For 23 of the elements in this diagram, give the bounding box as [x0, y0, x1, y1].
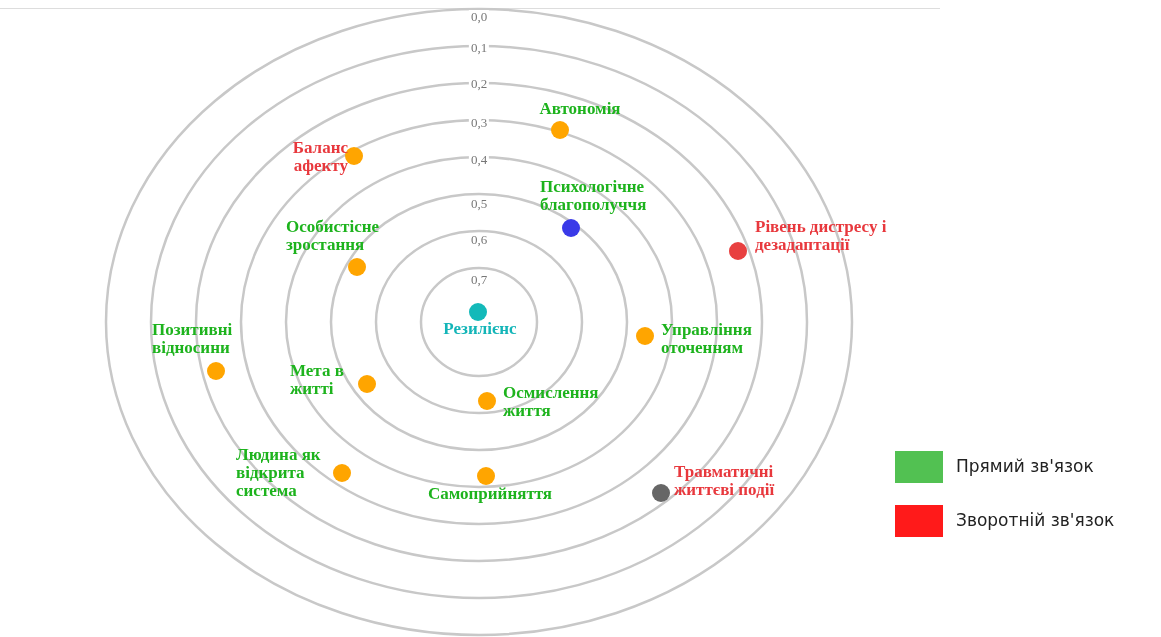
scale-value: 0,3	[468, 116, 490, 130]
scale-value: 0,4	[468, 153, 490, 167]
factor-label: Позитивні відносини	[152, 321, 234, 357]
factor-label: Управління оточенням	[661, 321, 753, 357]
factor-label: Людина як відкрита система	[236, 446, 322, 500]
factor-label: Баланс афекту	[291, 139, 348, 175]
factor-label: Автономія	[538, 100, 622, 118]
scale-value: 0,1	[468, 41, 490, 55]
scale-value: 0,0	[468, 10, 490, 24]
factor-label: Мета в житті	[290, 362, 345, 398]
factor-label: Резилієнс	[442, 320, 518, 338]
legend-label: Зворотній зв'язок	[956, 510, 1115, 530]
scale-value: 0,2	[468, 77, 490, 91]
factor-label: Психологічне благополуччя	[540, 178, 648, 214]
scale-value: 0,7	[468, 273, 490, 287]
scale-value: 0,5	[468, 197, 490, 211]
scale-value: 0,6	[468, 233, 490, 247]
factor-label: Особистісне зростання	[286, 218, 381, 254]
factor-label: Осмислення життя	[503, 384, 600, 420]
factor-label: Травматичні життєві події	[674, 463, 776, 499]
legend-label: Прямий зв'язок	[956, 456, 1094, 476]
factor-label: Самоприйняття	[426, 485, 554, 503]
factor-label: Рівень дистресу і дезадаптації	[755, 218, 888, 254]
